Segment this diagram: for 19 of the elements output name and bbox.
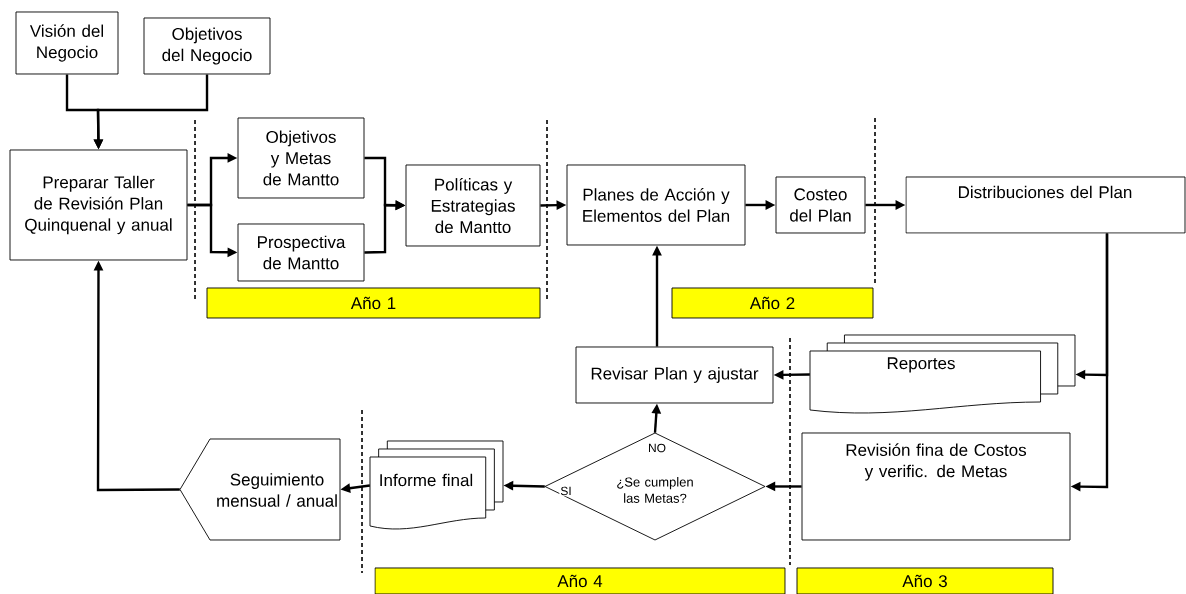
process-box: Distribuciones del Plan bbox=[905, 176, 1186, 234]
process-box: Políticas y Estrategias de Mantto bbox=[405, 164, 541, 247]
process-box: Planes de Acción y Elementos del Plan bbox=[566, 164, 746, 246]
process-box: Objetivos y Metas de Mantto bbox=[237, 117, 365, 199]
process-box: Prospectiva de Mantto bbox=[237, 223, 365, 282]
year-band: Año 3 bbox=[796, 567, 1054, 594]
process-box: Revisar Plan y ajustar bbox=[575, 346, 774, 404]
year-band: Año 4 bbox=[374, 567, 786, 594]
edge-label: SI bbox=[559, 485, 573, 497]
edge-label: NO bbox=[647, 442, 667, 454]
process-box: Objetivos del Negocio bbox=[143, 17, 271, 75]
process-box: Visión del Negocio bbox=[15, 11, 119, 75]
document-stack: Informe final bbox=[369, 440, 504, 530]
process-box: Revisión fina de Costos y verific. de Metas bbox=[801, 432, 1071, 541]
process-box: Costeo del Plan bbox=[775, 176, 866, 234]
year-band: Año 2 bbox=[671, 287, 874, 319]
process-box: Preparar Taller de Revisión Plan Quinquenal y anual bbox=[9, 149, 188, 261]
year-band: Año 1 bbox=[206, 287, 541, 319]
document-stack: Reportes bbox=[809, 334, 1076, 414]
